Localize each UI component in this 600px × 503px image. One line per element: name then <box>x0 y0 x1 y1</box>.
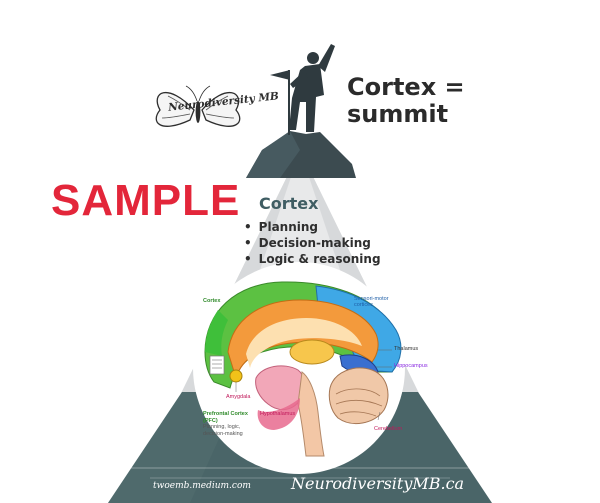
label-thalamus: Thalamus <box>394 346 419 352</box>
label-hippocampus: Hippocampus <box>394 363 428 369</box>
label-amygdala: Amygdala <box>226 394 251 400</box>
footer-site-name: NeurodiversityMB.ca <box>291 474 465 493</box>
label-sensori-motor-1: Sensori-motor <box>354 296 389 302</box>
list-item: Planning <box>244 219 381 235</box>
butterfly-logo-icon <box>155 85 241 127</box>
headline: Cortex = summit <box>347 74 465 128</box>
label-pfc-3: Planning, logic, <box>203 424 241 430</box>
cortex-heading: Cortex <box>259 194 319 213</box>
sample-watermark: SAMPLE <box>51 176 241 225</box>
headline-line-1: Cortex = <box>347 73 465 101</box>
list-item: Decision-making <box>244 235 381 251</box>
label-pfc: Prefrontal Cortex (PFC) Planning, logic,… <box>203 411 248 437</box>
label-hypothalamus: Hypothalamus <box>260 411 296 417</box>
list-item: Logic & reasoning <box>244 251 381 267</box>
label-pfc-2: (PFC) <box>203 417 218 424</box>
label-sensori-motor-2: cortices <box>354 302 373 308</box>
label-sensori-motor: Sensori-motor cortices <box>354 296 389 308</box>
cortex-function-list: Planning Decision-making Logic & reasoni… <box>244 219 381 267</box>
brain-illustration-icon <box>204 281 402 457</box>
climber-icon <box>270 44 335 135</box>
label-cortex: Cortex <box>203 298 221 304</box>
label-cerebellum: Cerebellum <box>374 426 403 432</box>
label-pfc-4: decision-making <box>203 430 243 437</box>
footer-medium-link: twoemb.medium.com <box>153 481 251 491</box>
label-pfc-1: Prefrontal Cortex <box>203 411 248 417</box>
headline-line-2: summit <box>347 100 449 128</box>
